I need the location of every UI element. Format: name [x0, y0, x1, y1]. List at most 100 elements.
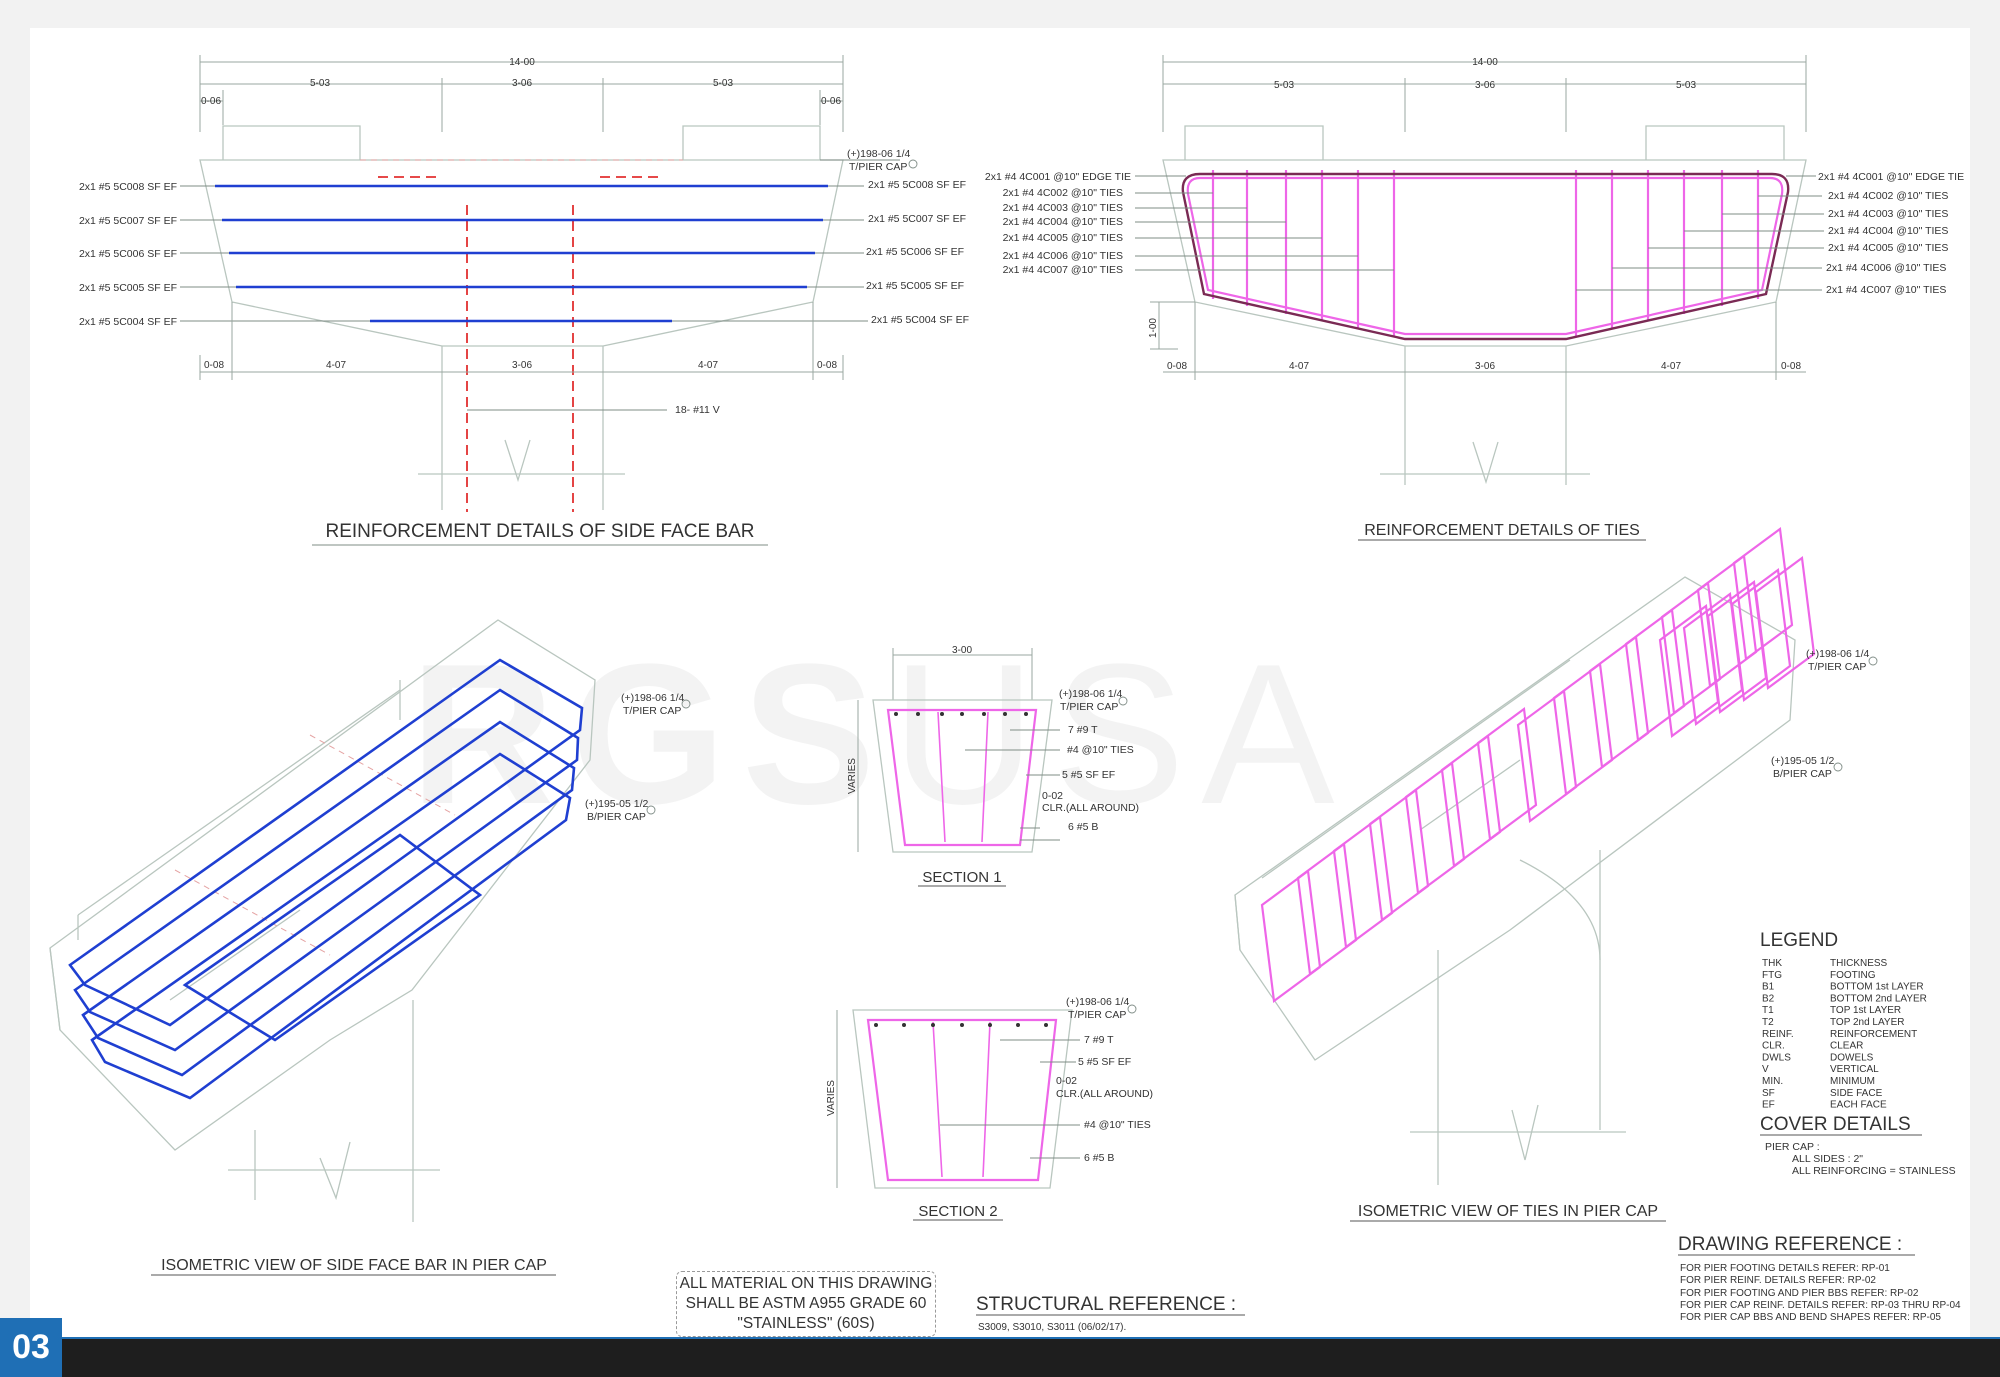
legend-abbr: V [1762, 1064, 1769, 1075]
legend-abbr: T1 [1762, 1005, 1774, 1016]
s1-side-face: 5 #5 SF EF [1062, 769, 1115, 781]
tie-label-right-1: 2x1 #4 4C001 @10" EDGE TIE [1818, 171, 1964, 183]
legend-meaning: SIDE FACE [1830, 1088, 1883, 1099]
ties-dim-bottom-edge-left: 0-08 [1167, 361, 1187, 372]
page-number-badge: 03 [0, 1318, 62, 1377]
tie-label-left-7: 2x1 #4 4C007 @10" TIES [1003, 264, 1123, 276]
tie-label-left-5: 2x1 #4 4C005 @10" TIES [1003, 232, 1123, 244]
legend-abbr: THK [1762, 958, 1782, 969]
cover-line-2: ALL SIDES : 2" [1792, 1153, 1863, 1165]
drawing-reference-line-3: FOR PIER FOOTING AND PIER BBS REFER: RP-… [1680, 1288, 1919, 1299]
legend-abbr: MIN. [1762, 1076, 1783, 1087]
iso-side-face: (+)198-06 1/4 T/PIER CAP (+)195-05 1/2 B… [49, 619, 691, 1276]
tie-frame [1404, 760, 1466, 896]
s1-elev-top: (+)198-06 1/4 [1059, 688, 1122, 700]
sf-dim-bottom-edge-left: 0-08 [204, 360, 224, 371]
tie-frame [1440, 733, 1502, 869]
dim-side-left: 5-03 [310, 78, 330, 89]
title-section-2: SECTION 2 [918, 1203, 997, 1220]
dim-edge-left: 0-06 [201, 96, 221, 107]
iso-sf-elev-top-label: T/PIER CAP [623, 705, 681, 717]
legend-title: LEGEND [1760, 930, 1838, 951]
s2-clear-note: CLR.(ALL AROUND) [1056, 1088, 1153, 1100]
legend-meaning: BOTTOM 1st LAYER [1830, 982, 1924, 993]
iso-sf-elev-bottom: (+)195-05 1/2 [585, 798, 648, 810]
tie-label-right-5: 2x1 #4 4C005 @10" TIES [1828, 242, 1948, 254]
title-section-1: SECTION 1 [922, 869, 1001, 886]
material-note-line-1: ALL MATERIAL ON THIS DRAWING [679, 1275, 933, 1292]
tie-frame [1296, 841, 1358, 977]
sf-label-right-4: 2x1 #5 5C005 SF EF [866, 280, 964, 292]
legend-abbr: B2 [1762, 993, 1775, 1004]
sf-dim-bottom-middle: 3-06 [512, 360, 532, 371]
iso-ties-elev-bottom: (+)195-05 1/2 [1771, 755, 1834, 767]
tie-frame [1552, 661, 1614, 797]
ties-dim-side-right: 5-03 [1676, 80, 1696, 91]
cover-line-1: PIER CAP : [1765, 1141, 1820, 1153]
tie-label-left-4: 2x1 #4 4C004 @10" TIES [1003, 216, 1123, 228]
legend-meaning: TOP 2nd LAYER [1830, 1017, 1905, 1028]
s2-bottom-bars: 6 #5 B [1084, 1152, 1114, 1164]
s2-elev-top: (+)198-06 1/4 [1066, 996, 1129, 1008]
ties-dim-bottom-middle: 3-06 [1475, 361, 1495, 372]
sf-label-right-2: 2x1 #5 5C007 SF EF [868, 213, 966, 225]
dim-side-right: 5-03 [713, 78, 733, 89]
sf-label-left-4: 2x1 #5 5C005 SF EF [79, 282, 177, 294]
ties-dim-middle: 3-06 [1475, 80, 1495, 91]
tie-label-left-1: 2x1 #4 4C001 @10" EDGE TIE [985, 171, 1131, 183]
drawing-reference-line-2: FOR PIER REINF. DETAILS REFER: RP-02 [1680, 1275, 1876, 1286]
legend-abbr: FTG [1762, 970, 1782, 981]
sf-label-left-1: 2x1 #5 5C008 SF EF [79, 181, 177, 193]
sf-dim-bottom-edge-right: 0-08 [817, 360, 837, 371]
side-face-elevation: 14-00 5-03 3-06 5-03 0-06 0-06 [79, 55, 969, 546]
ties-dim-height: 1-00 [1148, 318, 1159, 338]
dim-edge-right: 0-06 [821, 96, 841, 107]
sf-dim-bottom-side-right: 4-07 [698, 360, 718, 371]
tie-label-right-7: 2x1 #4 4C007 @10" TIES [1826, 284, 1946, 296]
structural-reference-text: S3009, S3010, S3011 (06/02/17). [978, 1322, 1126, 1333]
tie-label-right-4: 2x1 #4 4C004 @10" TIES [1828, 225, 1948, 237]
legend-abbr: DWLS [1762, 1052, 1791, 1063]
s1-dim-varies: VARIES [847, 758, 858, 794]
drawing-sheet [30, 28, 1970, 1338]
s1-clear-note: CLR.(ALL AROUND) [1042, 802, 1139, 814]
tie-frame [1588, 634, 1650, 770]
material-note-line-3: "STAINLESS" (60S) [737, 1315, 875, 1332]
s2-ties: #4 @10" TIES [1084, 1119, 1151, 1131]
ties-elevation: 14-00 5-03 3-06 5-03 [985, 55, 1964, 541]
tie-frame [1730, 567, 1792, 703]
drawing-reference-line-1: FOR PIER FOOTING DETAILS REFER: RP-01 [1680, 1263, 1890, 1274]
material-note-line-2: SHALL BE ASTM A955 GRADE 60 [685, 1295, 927, 1312]
ties-dim-bottom-side-right: 4-07 [1661, 361, 1681, 372]
legend-meaning: TOP 1st LAYER [1830, 1005, 1901, 1016]
sf-dim-bottom-side-left: 4-07 [326, 360, 346, 371]
s2-elev-top-label: T/PIER CAP [1068, 1009, 1126, 1021]
s2-dim-varies: VARIES [826, 1080, 837, 1116]
legend-meaning: THICKNESS [1830, 958, 1888, 969]
tie-frame [1260, 868, 1322, 1004]
s2-side-face: 5 #5 SF EF [1078, 1056, 1131, 1068]
ties-dim-side-left: 5-03 [1274, 80, 1294, 91]
ties-dim-bottom-edge-right: 0-08 [1781, 361, 1801, 372]
tie-label-left-3: 2x1 #4 4C003 @10" TIES [1003, 202, 1123, 214]
legend-meaning: BOTTOM 2nd LAYER [1830, 993, 1927, 1004]
tie-label-right-3: 2x1 #4 4C003 @10" TIES [1828, 208, 1948, 220]
title-side-face: REINFORCEMENT DETAILS OF SIDE FACE BAR [326, 521, 755, 542]
s1-dim-width: 3-00 [952, 645, 972, 656]
legend-meaning: EACH FACE [1830, 1100, 1887, 1111]
ties-dim-bottom-side-left: 4-07 [1289, 361, 1309, 372]
sf-label-left-5: 2x1 #5 5C004 SF EF [79, 316, 177, 328]
dim-total: 14-00 [509, 57, 535, 68]
tie-frame [1516, 688, 1578, 824]
legend-abbr: SF [1762, 1088, 1775, 1099]
watermark: RGSUSA [410, 620, 1351, 850]
s1-ties: #4 @10" TIES [1067, 744, 1134, 756]
tie-frame [1696, 553, 1758, 689]
footer-bar [0, 1339, 2000, 1377]
legend-meaning: FOOTING [1830, 970, 1876, 981]
tie-label-left-6: 2x1 #4 4C006 @10" TIES [1003, 250, 1123, 262]
s1-top-bars: 7 #9 T [1068, 724, 1098, 736]
sf-elev-top: (+)198-06 1/4 [847, 148, 910, 160]
